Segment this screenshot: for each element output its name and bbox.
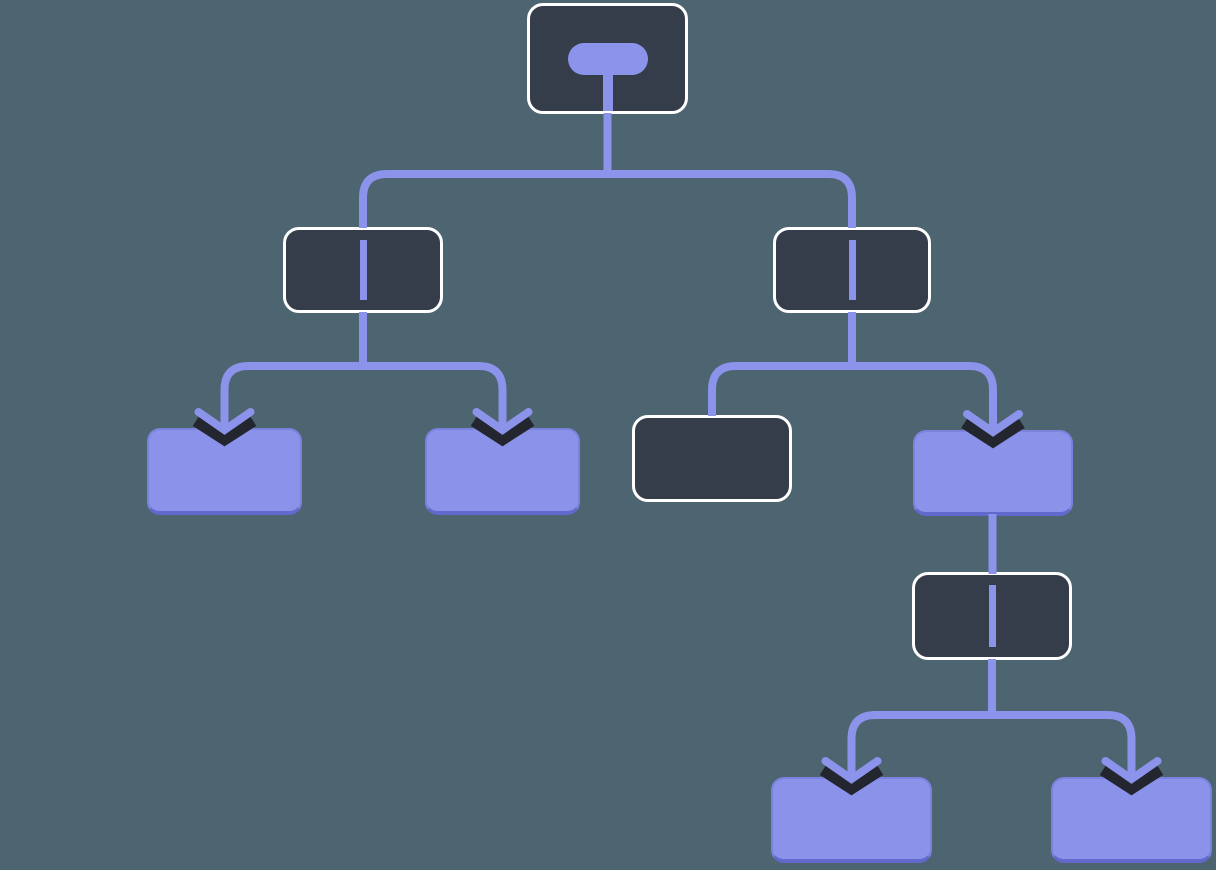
node-branch-lower[interactable] [912, 572, 1072, 660]
node-leaf-bottom-1[interactable] [771, 777, 932, 863]
pass-through-line-icon [849, 240, 856, 300]
node-branch-left[interactable] [283, 227, 443, 313]
pass-through-line-icon [360, 240, 367, 300]
node-leaf-bottom-2[interactable] [1051, 777, 1212, 863]
node-leaf-right[interactable] [913, 430, 1073, 516]
node-dark-child[interactable] [632, 415, 792, 502]
node-leaf-left-2[interactable] [425, 428, 580, 515]
pass-through-line-icon [989, 585, 996, 647]
seed-stem-icon [603, 70, 613, 111]
node-branch-right[interactable] [773, 227, 931, 313]
node-root[interactable] [527, 3, 688, 114]
node-leaf-left-1[interactable] [147, 428, 302, 515]
connector [225, 366, 503, 430]
connector [852, 715, 1132, 779]
connector [363, 174, 852, 228]
